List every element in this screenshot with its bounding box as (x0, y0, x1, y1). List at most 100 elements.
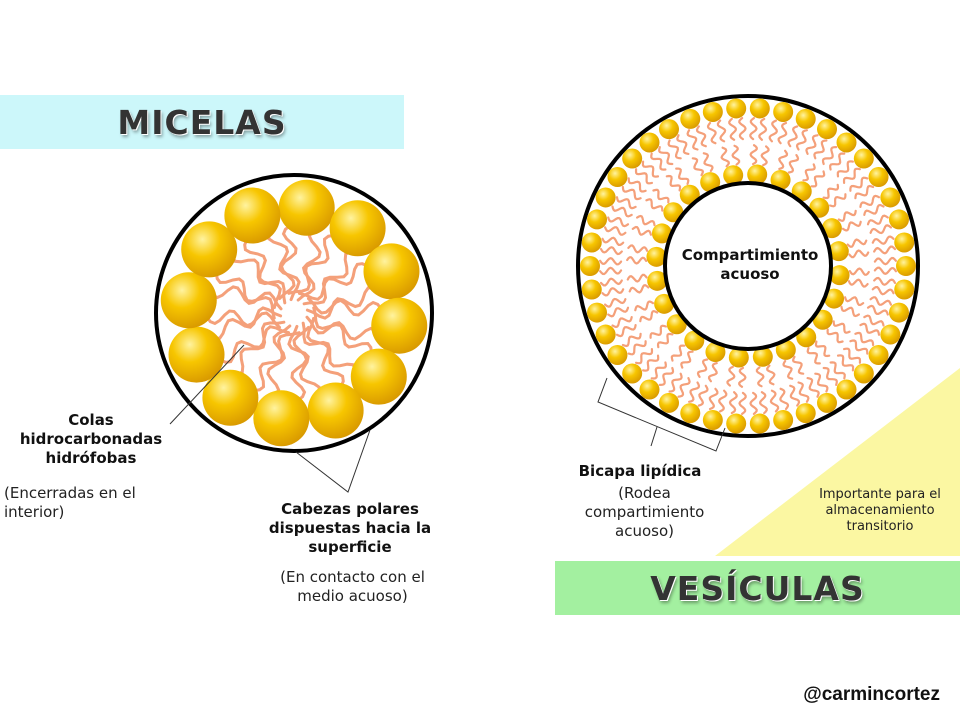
vesicle-inner-head (700, 172, 721, 193)
vesicle-outer-head (817, 119, 837, 140)
vesicle-outer-tail (667, 139, 682, 160)
vesicle-inner-head (684, 330, 705, 351)
vesicle-diagram (576, 94, 920, 438)
vesicle-inner-tail (649, 324, 667, 339)
vesicle-outer-tail (873, 266, 897, 275)
vesicle-outer-tail (836, 160, 854, 178)
vesicle-inner-tail (696, 358, 709, 378)
vesicle-outer-tail (779, 387, 790, 411)
micelle-polar-head (307, 382, 364, 439)
vesicle-inner-head (752, 346, 773, 367)
micelle-tail (297, 262, 371, 301)
vesicle-inner-tail (840, 305, 860, 318)
vesicle-inner-tail (680, 350, 694, 369)
micelle-tail (267, 226, 301, 302)
vesicle-inner-tail (628, 284, 650, 294)
vesicle-inner-tail (755, 366, 765, 388)
vesicle-outer-tail (686, 129, 699, 151)
vesicle-inner-tail (731, 144, 741, 166)
vesicle-inner-head (791, 181, 812, 202)
vesicle-outer-tail (821, 146, 838, 166)
vesicle-outer-tail (758, 117, 768, 141)
micelas-banner: MICELAS (0, 95, 404, 149)
vesicle-outer-head (868, 345, 889, 366)
vesicle-heads (580, 98, 916, 434)
vesicle-inner-tail (707, 362, 718, 383)
vesicle-inner-tail (652, 188, 670, 204)
vesicle-outer-tail (849, 176, 869, 192)
vesicle-inner-tail (837, 209, 857, 223)
vesicle-outer-tail (829, 361, 846, 380)
vesicle-inner-head (705, 342, 726, 363)
vesicle-inner-tail (675, 167, 690, 185)
vesicle-outer-head (773, 410, 794, 431)
vesicle-outer-tail (716, 119, 727, 143)
tails-label: Colas hidrocarbonadas hidrófobas (19, 411, 163, 467)
micelle-polar-head (278, 179, 335, 236)
micelle-polar-head (350, 348, 407, 405)
vesicle-outer-tail (642, 354, 660, 372)
vesicle-outer-tail (627, 340, 647, 356)
vesicle-outer-tail (871, 235, 895, 245)
vesicle-outer-head (868, 166, 889, 187)
vesicle-inner-tail (791, 355, 805, 375)
vesicle-outer-head (795, 403, 816, 424)
vesicle-inner-head (829, 265, 850, 286)
micelle-tail (305, 286, 381, 320)
micelle-polar-head (224, 187, 281, 244)
micelle-tail (204, 309, 281, 329)
vesicle-inner-head (775, 339, 796, 360)
vesicle-outer-tail (749, 391, 758, 415)
vesicle-outer-tail (843, 347, 862, 364)
vesicle-inner-tail (832, 320, 851, 334)
vesicle-outer-head (680, 108, 701, 129)
vesicle-outer-tail (871, 286, 895, 296)
vesicle-inner-tail (844, 296, 865, 307)
vesicle-outer-head (773, 101, 794, 122)
vesicle-inner-head (828, 241, 849, 262)
vesicle-inner-tail (848, 249, 870, 259)
vesicle-inner-tail (847, 278, 869, 288)
vesicle-outer-tail (697, 384, 709, 407)
vesicle-outer-tail (869, 224, 892, 235)
vesicle-outer-head (702, 410, 723, 431)
vesicle-outer-head (702, 101, 723, 122)
vesicle-inner-tail (787, 154, 800, 174)
vesiculas-banner: VESÍCULAS (555, 561, 960, 615)
micelle-tail (229, 320, 286, 376)
micelle-tail (266, 324, 292, 400)
vesicle-outer-head (581, 279, 602, 300)
vesicle-outer-head (894, 279, 915, 300)
micelle-tail (287, 233, 337, 295)
vesicle-outer-head (580, 256, 600, 276)
vesicle-inner-tail (848, 267, 870, 276)
vesicle-outer-head (639, 132, 660, 153)
vesicle-inner-tail (749, 144, 758, 166)
micelle-polar-head (329, 200, 386, 257)
vesicle-inner-tail (627, 244, 649, 254)
vesicle-inner-tail (766, 364, 776, 386)
micelle-heads (160, 179, 428, 447)
micelle-tail (207, 306, 283, 340)
micelle-tail (301, 321, 357, 378)
vesicle-outer-tail (822, 366, 838, 386)
vesicle-inner-tail (829, 193, 847, 208)
micelle-tail (296, 226, 322, 302)
vesicle-inner-head (747, 164, 768, 185)
bilayer-note: (Rodea compartimiento acuoso) (584, 484, 705, 540)
vesicle-outer-head (607, 166, 628, 187)
vesicle-outer-head (896, 256, 916, 276)
vesicle-outer-tail (777, 121, 788, 145)
vesicle-outer-tail (873, 245, 897, 255)
vesicle-outer-tail (787, 125, 799, 148)
vesicle-outer-tail (676, 134, 690, 155)
vesicle-outer-tail (873, 276, 897, 286)
vesicle-inner-tail (720, 146, 730, 168)
vesicle-outer-tail (859, 322, 881, 336)
micelle-polar-head (371, 297, 428, 354)
vesicle-inner-tail (645, 198, 664, 212)
micelle-polar-head (363, 243, 420, 300)
vesicle-outer-head (587, 209, 608, 230)
vesicle-inner-head (723, 165, 744, 186)
tails-leader-line (169, 344, 245, 425)
